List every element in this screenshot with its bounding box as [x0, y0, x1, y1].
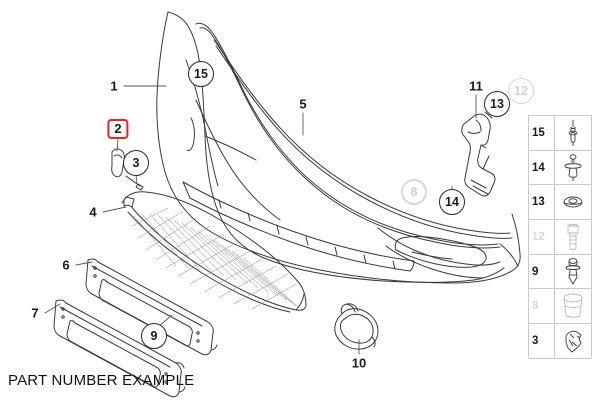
parts-row-13[interactable]: 13 — [529, 185, 591, 221]
callout-5[interactable]: 5 — [299, 96, 307, 112]
callout-13[interactable]: 13 — [484, 91, 510, 117]
bracket-clip-icon — [554, 324, 591, 358]
callout-14[interactable]: 14 — [439, 189, 465, 215]
push-rivet-icon — [554, 151, 591, 185]
parts-row-3[interactable]: 3 — [529, 324, 591, 359]
callout-8[interactable]: 8 — [401, 179, 427, 205]
callout-15[interactable]: 15 — [188, 61, 214, 87]
callout-10[interactable]: 10 — [351, 355, 367, 371]
parts-row-12[interactable]: 12 — [529, 220, 591, 255]
callout-3[interactable]: 3 — [123, 150, 149, 176]
grommet-washer-icon — [554, 185, 591, 219]
hex-bolt-icon — [554, 220, 591, 254]
callout-1[interactable]: 1 — [110, 78, 118, 94]
callout-4[interactable]: 4 — [89, 204, 97, 220]
callout-6[interactable]: 6 — [62, 257, 70, 273]
parts-row-number: 12 — [532, 230, 545, 243]
callout-9[interactable]: 9 — [141, 323, 167, 349]
parts-row-number: 9 — [532, 265, 539, 278]
parts-row-number: 3 — [532, 334, 539, 347]
callout-11[interactable]: 11 — [469, 78, 483, 94]
callout-2[interactable]: 2 — [107, 119, 129, 139]
callout-7[interactable]: 7 — [31, 305, 39, 321]
parts-row-8[interactable]: 8 — [529, 289, 591, 325]
table-column-divider — [554, 116, 555, 358]
parts-row-9[interactable]: 9 — [529, 255, 591, 290]
parts-legend-table: 15 14 13 12 9 8 3 — [528, 115, 592, 359]
expanding-rivet-icon — [554, 255, 591, 289]
bushing-sleeve-icon — [554, 289, 591, 323]
parts-row-number: 14 — [532, 161, 545, 174]
callout-12[interactable]: 12 — [508, 78, 534, 104]
parts-row-number: 8 — [532, 300, 539, 313]
parts-row-number: 15 — [532, 126, 545, 139]
parts-row-number: 13 — [532, 196, 545, 209]
pin-rivet-icon — [554, 116, 591, 150]
parts-row-14[interactable]: 14 — [529, 151, 591, 186]
page-caption: PART NUMBER EXAMPLE — [8, 372, 195, 389]
parts-row-15[interactable]: 15 — [529, 116, 591, 151]
